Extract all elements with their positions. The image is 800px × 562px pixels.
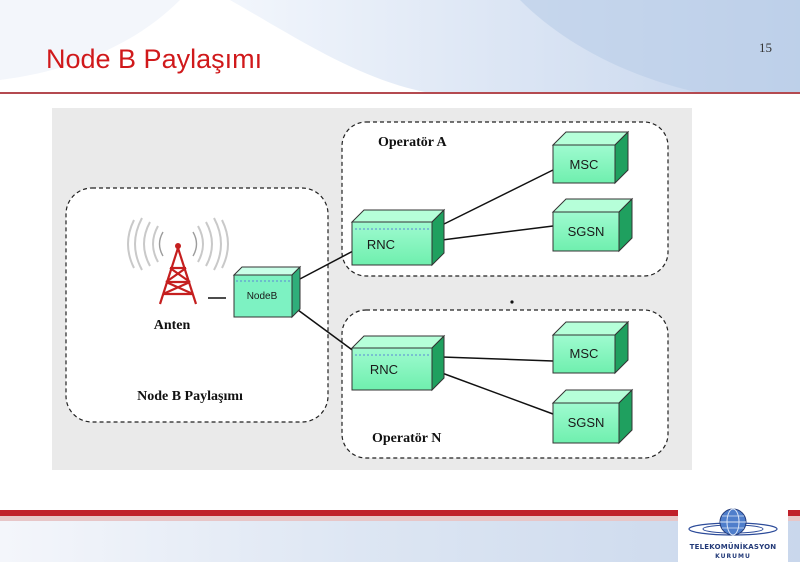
operator-a-rnc-box [350,208,446,267]
operator-a-msc-box [551,130,630,185]
connection-lines [208,169,554,415]
slide-title: Node B Paylaşımı [46,44,263,74]
operator-a-sgsn-label: SGSN [568,224,605,239]
operator-a-label: Operatör A [378,135,447,150]
link-nodeb-rnc-n [297,309,356,353]
antenna-label: Anten [154,318,191,333]
link-rnc-a-sgsn [441,225,554,241]
operator-n-msc-label: MSC [570,346,599,361]
link-nodeb-rnc-a [297,249,356,281]
link-rnc-n-msc [441,356,554,362]
nodeb-label: NodeB [247,291,278,302]
sharing-group-label: Node B Paylaşımı [137,389,243,404]
separator-dot [510,300,514,304]
operator-n-rnc-label: RNC [370,362,398,377]
organization-logo: TELEKOMÜNİKASYON KURUMU [678,505,788,562]
slide-number: 15 [759,40,772,55]
operator-n-msc-box [551,320,630,375]
operator-a-sgsn-box [551,197,634,253]
operator-n-sgsn-box [551,388,634,445]
footer-band [0,510,800,562]
operator-n-label: Operatör N [372,431,441,446]
operator-n-rnc-box [350,334,446,392]
sharing-group-boundary [65,187,329,423]
antenna-icon [127,217,229,305]
globe-logo-icon [688,508,778,536]
operator-n-sgsn-label: SGSN [568,415,605,430]
logo-line-2: KURUMU [715,553,751,560]
nodeb-box [232,265,302,319]
operator-a-rnc-label: RNC [367,237,395,252]
title-divider [0,92,800,94]
link-rnc-n-sgsn [441,372,554,415]
operator-a-msc-label: MSC [570,157,599,172]
logo-line-1: TELEKOMÜNİKASYON [689,543,777,551]
link-rnc-a-msc [441,169,554,226]
